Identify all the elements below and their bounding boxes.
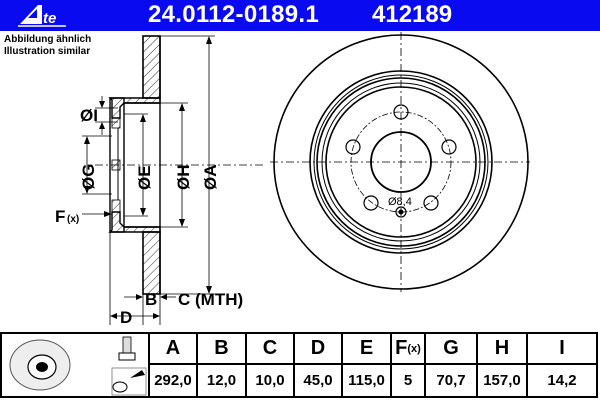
col-g: G 70,7 (426, 334, 478, 396)
disc-section-view: ØI ØG ØE ØH ØA F (x) B C (MTH) D (55, 35, 265, 327)
header-g: G (426, 334, 476, 365)
header-h: H (478, 334, 526, 365)
label-c: C (MTH) (178, 290, 243, 309)
value-e: 115,0 (348, 372, 385, 389)
reference-number: 412189 (372, 1, 453, 28)
label-dia-h: ØH (174, 165, 193, 191)
header-b: B (198, 334, 245, 365)
product-images (2, 334, 150, 396)
part-number: 24.0112-0189.1 (148, 1, 320, 28)
svg-text:te: te (43, 10, 56, 27)
value-f: 5 (403, 372, 413, 389)
illustration-note: Abbildung ähnlich Illustration similar (4, 34, 91, 58)
value-h: 157,0 (483, 372, 521, 389)
label-f: F (55, 207, 65, 226)
header-f: F(x) (392, 334, 424, 365)
col-i: I 14,2 (528, 334, 596, 396)
header-a: A (150, 334, 196, 365)
label-b: B (145, 290, 157, 309)
bolt-icon (118, 336, 136, 361)
value-g: 70,7 (436, 372, 466, 389)
header-c: C (247, 334, 293, 365)
col-d: D 45,0 (295, 334, 343, 396)
note-line-en: Illustration similar (4, 46, 91, 57)
technical-drawing: ØI ØG ØE ØH ØA F (x) B C (MTH) D Ø8,4 (55, 32, 530, 327)
value-d: 45,0 (303, 372, 333, 389)
col-a: A 292,0 (150, 334, 198, 396)
value-c: 10,0 (255, 372, 285, 389)
label-d: D (120, 308, 132, 327)
disc-front-view: Ø8,4 (270, 32, 530, 292)
label-f-sub: (x) (67, 214, 79, 225)
col-f: F(x) 5 (392, 334, 426, 396)
note-line-de: Abbildung ähnlich (4, 34, 92, 45)
col-e: E 115,0 (343, 334, 392, 396)
cleaning-spray-icon (111, 367, 147, 396)
label-hole-dia: Ø8,4 (388, 196, 412, 208)
label-dia-a: ØA (201, 165, 220, 191)
header-e: E (343, 334, 390, 365)
label-dia-e: ØE (135, 165, 154, 190)
col-b: B 12,0 (198, 334, 247, 396)
value-a: 292,0 (154, 372, 192, 389)
header-bar: te 24.0112-0189.1 412189 (0, 0, 600, 31)
header-d: D (295, 334, 341, 365)
value-b: 12,0 (206, 372, 237, 389)
col-h: H 157,0 (478, 334, 528, 396)
header-i: I (528, 334, 596, 365)
brake-disc-icon (9, 339, 71, 391)
label-dia-i: ØI (80, 106, 98, 125)
ate-logo-icon: te (18, 5, 66, 27)
label-dia-g: ØG (79, 164, 98, 190)
dimension-table: A 292,0 B 12,0 C 10,0 D 45,0 E 115,0 F(x… (0, 332, 598, 398)
col-c: C 10,0 (247, 334, 295, 396)
value-i: 14,2 (547, 372, 577, 389)
